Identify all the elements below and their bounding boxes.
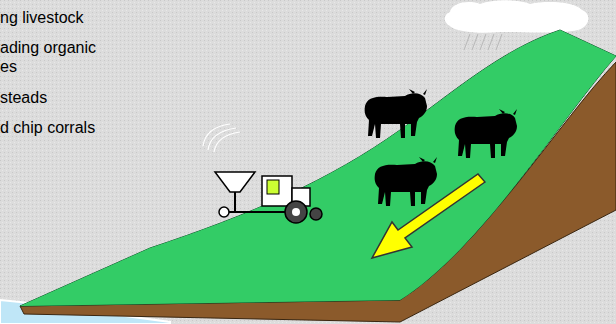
- cow: [365, 89, 427, 138]
- cow: [375, 157, 437, 206]
- grass-fill: [20, 30, 616, 306]
- bullet-text: ng livestock: [0, 8, 140, 27]
- cow: [455, 109, 517, 158]
- runoff-arrow: [372, 174, 485, 258]
- bullet-text: ading organic es: [0, 38, 112, 76]
- grass-slope: [20, 30, 616, 306]
- tractor-spreader: [203, 124, 322, 223]
- bullet-text: d chip corrals: [0, 118, 160, 137]
- bullet-text: steads: [0, 88, 140, 107]
